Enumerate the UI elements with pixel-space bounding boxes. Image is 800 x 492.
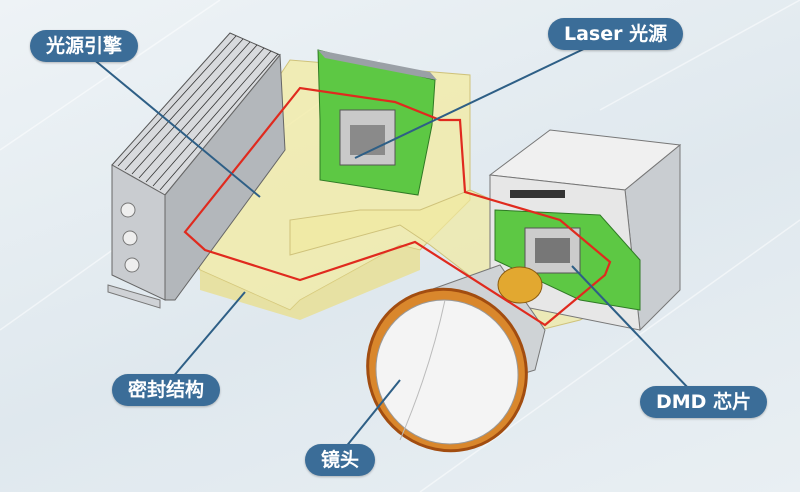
- seal-wall: [200, 245, 420, 320]
- laser-board: [317, 49, 437, 196]
- label-dmd-chip: DMD 芯片: [640, 386, 768, 418]
- label-laser-source: Laser 光源: [548, 18, 684, 50]
- light-engine-heatsink: [107, 32, 286, 309]
- light-path: [183, 86, 612, 327]
- label-seal-structure: 密封结构: [112, 374, 221, 406]
- lens: [366, 264, 546, 453]
- leader-lines: [91, 45, 691, 449]
- label-light-engine: 光源引擎: [30, 30, 139, 62]
- label-lens: 镜头: [305, 444, 376, 476]
